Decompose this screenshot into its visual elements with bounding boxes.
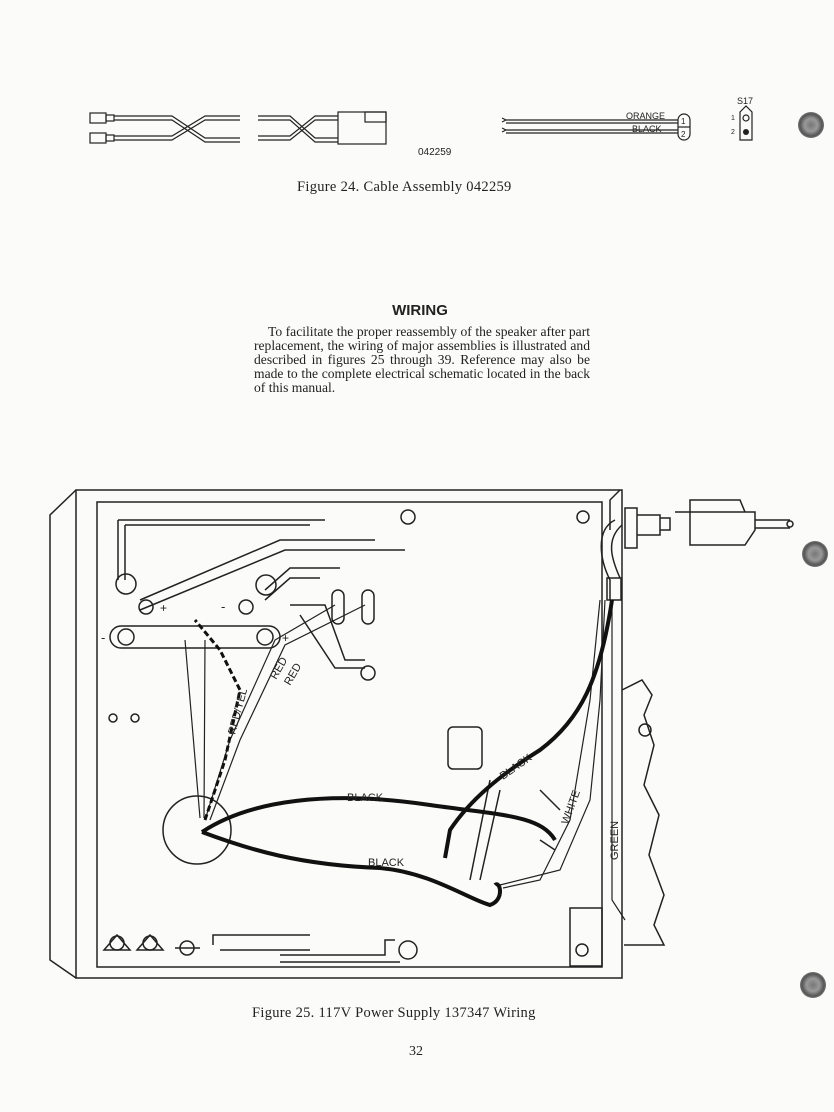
wire-label-black-1: BLACK xyxy=(347,792,384,804)
figure-25-wiring-diagram: + + - - RED/YEL RED RED BLACK BLACK BLAC… xyxy=(49,489,794,979)
figure-24-cable-assembly: ORANGE BLACK 1 2 S17 1 2 042259 xyxy=(89,96,753,158)
label-plus-1: + xyxy=(160,601,167,615)
section-heading: WIRING xyxy=(392,302,448,319)
wire-label-white: WHITE xyxy=(560,789,583,826)
binder-hole xyxy=(800,972,826,998)
switch-pin-1: 1 xyxy=(731,115,735,122)
binder-hole xyxy=(802,541,828,567)
part-number: 042259 xyxy=(418,147,452,158)
label-minus-2: - xyxy=(221,599,225,614)
wire-label-red-yel: RED/YEL xyxy=(226,687,250,736)
page-number: 32 xyxy=(409,1044,423,1059)
wire-label-orange: ORANGE xyxy=(626,111,665,121)
wire-label-black-2: BLACK xyxy=(368,857,405,869)
section-paragraph: To facilitate the proper reassembly of t… xyxy=(254,324,590,395)
label-minus-1: - xyxy=(101,630,105,645)
pin-1: 1 xyxy=(681,117,686,126)
switch-label: S17 xyxy=(737,96,753,106)
binder-hole xyxy=(798,112,824,138)
figure-25-caption: Figure 25. 117V Power Supply 137347 Wiri… xyxy=(252,1005,536,1021)
wire-label-green: GREEN xyxy=(609,821,621,860)
switch-pin-2: 2 xyxy=(731,129,735,136)
figure-24-caption: Figure 24. Cable Assembly 042259 xyxy=(297,179,512,195)
label-plus-2: + xyxy=(282,631,289,645)
wire-label-black: BLACK xyxy=(632,124,662,134)
wire-label-black-3: BLACK xyxy=(498,752,535,783)
pin-2: 2 xyxy=(681,130,686,139)
